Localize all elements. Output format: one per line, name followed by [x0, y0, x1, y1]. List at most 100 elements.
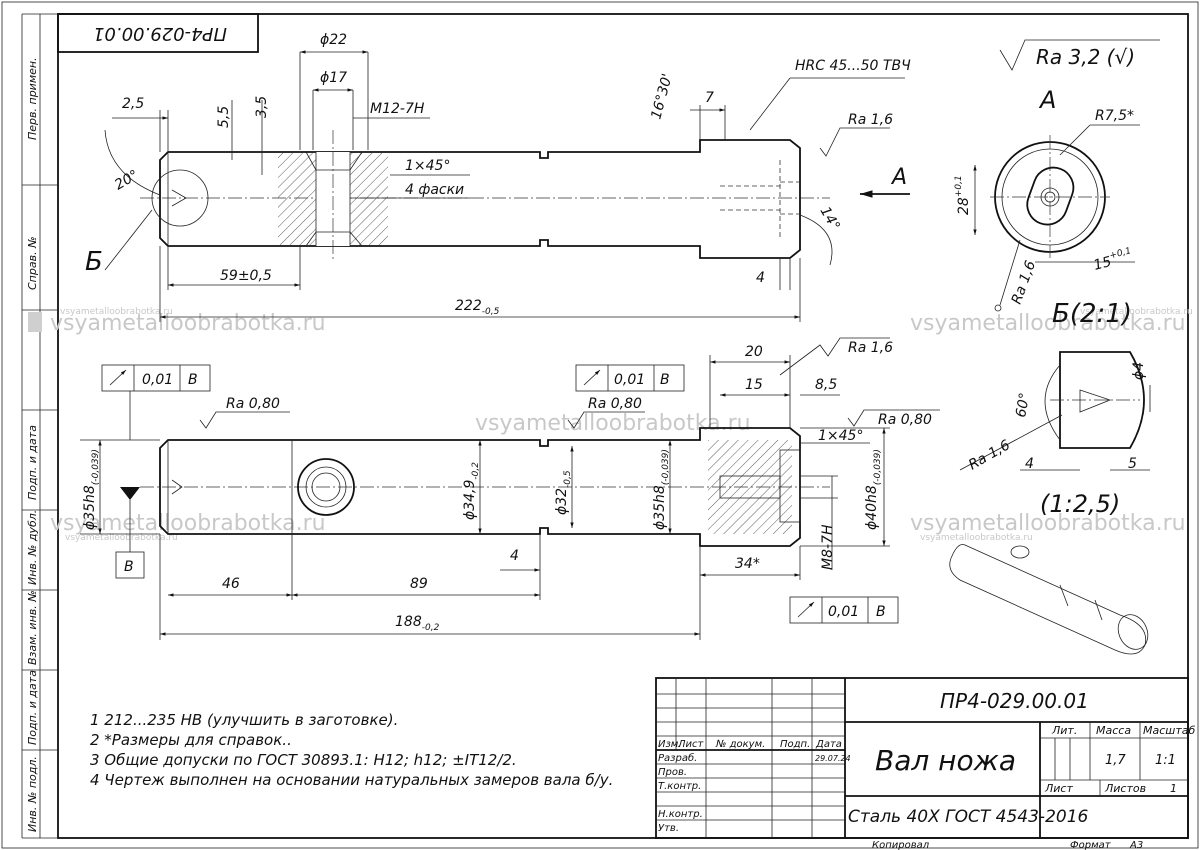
note-line: 3 Общие допуски по ГОСТ 30893.1: H12; h1…: [90, 751, 517, 769]
dim-28: 28+0,1: [954, 175, 972, 215]
dim-4-top: 4: [756, 270, 765, 286]
sign-date: 29.07.24: [815, 754, 851, 763]
stamp-number: ПР4-029.00.01: [93, 23, 227, 44]
format-value: A3: [1129, 840, 1143, 850]
watermark-text: vsyametalloobrabotka.ru: [910, 311, 1186, 336]
dim-d34-9: ϕ34,9-0,2: [462, 462, 481, 520]
sheets-value: 1: [1170, 782, 1177, 795]
title-block: ПР4-029.00.01 Вал ножа Сталь 40Х ГОСТ 45…: [655, 677, 1195, 850]
runout-datum: B: [876, 604, 886, 620]
dim-89: 89: [410, 576, 428, 592]
datum-b-label: B: [124, 559, 134, 575]
dim-d32-tol: -0,5: [563, 470, 573, 488]
front-dimensions: 0,01 B 0,01 B 0,01 B B ϕ35h8(-0,039) Ra …: [80, 337, 940, 640]
format-label: Формат: [1070, 840, 1112, 850]
lit-label: Лит.: [1051, 724, 1077, 737]
shaft-front-view: [140, 427, 830, 547]
dim-222-value: 222: [455, 298, 482, 314]
dim-188: 188-0,2: [395, 614, 440, 633]
watermark-text: vsyametalloobrabotka.ru: [910, 511, 1186, 536]
dim-15b: 15: [745, 377, 763, 393]
dim-d40h8: ϕ40h8(-0,039): [864, 449, 883, 530]
runout-datum: B: [188, 372, 198, 388]
sheets-label: Листов: [1104, 782, 1146, 795]
sidebar-label: Справ. №: [26, 236, 39, 290]
watermark-text-small: vsyametalloobrabotka.ru: [1080, 307, 1193, 317]
dim-7: 7: [705, 90, 714, 106]
sidebar-label: Инв. № подл.: [26, 756, 39, 832]
thread-m8: M8-7H: [820, 524, 836, 570]
dim-d32-value: ϕ32: [554, 488, 570, 515]
dim-d34-9-tol: -0,2: [471, 462, 481, 480]
view-a-arrow-label: A: [890, 165, 907, 190]
radius-r7-5: R7,5*: [1095, 108, 1134, 124]
dim-d22: ϕ22: [320, 32, 347, 48]
dim-d35h8-right-value: ϕ35h8: [652, 485, 668, 530]
dim-d35h8-right-tol: (-0,039): [661, 449, 671, 485]
dim-46: 46: [222, 576, 240, 592]
top-dimensions: ϕ22 ϕ17 M12-7H 2,5 5,5 3,5 20° 16°30' 7 …: [85, 32, 911, 322]
roughness-detail: Ra 1,6: [966, 437, 1013, 473]
dim-188-value: 188: [395, 614, 422, 630]
note-line: 4 Чертеж выполнен на основании натуральн…: [90, 771, 613, 789]
chamfer-mid: 1×45°: [818, 428, 863, 444]
watermark-text-small: vsyametalloobrabotka.ru: [65, 533, 178, 543]
dim-15-value: 15: [1092, 254, 1113, 274]
dim-d40h8-tol: (-0,039): [873, 449, 883, 485]
col-header: Лист: [677, 739, 705, 750]
chamfer-1x45: 1×45°: [405, 158, 450, 174]
row-label: Т.контр.: [658, 781, 701, 792]
dim-222-tol: -0,5: [482, 307, 500, 317]
col-header: Дата: [815, 739, 842, 750]
roughness-front: Ra 1,6: [848, 340, 893, 356]
title-doc-number: ПР4-029.00.01: [940, 689, 1089, 713]
sidebar-label: Подп. и дата: [26, 425, 39, 500]
runout-tolerance: 0,01: [142, 372, 173, 388]
dim-59: 59±0,5: [220, 268, 272, 284]
roughness-mid: Ra 0,80: [588, 396, 642, 412]
dim-188-tol: -0,2: [422, 623, 440, 633]
row-label: Пров.: [658, 767, 687, 778]
sidebar-label: Взам. инв. №: [26, 590, 39, 665]
dim-28-tol: +0,1: [954, 175, 964, 197]
sidebar-label: Инв. № дубл.: [26, 510, 39, 585]
shaft-top-view: [140, 130, 830, 262]
sidebar-label: Перв. примен.: [26, 57, 39, 140]
watermark-text: vsyametalloobrabotka.ru: [50, 511, 326, 536]
detail-b: 60° ϕ4 Ra 1,6 4 5 (1:2,5): [959, 351, 1151, 518]
chamfer-4: 4 фаски: [405, 182, 464, 198]
roughness-left: Ra 0,80: [226, 396, 280, 412]
dim-20: 20: [745, 344, 763, 360]
note-line: 1 212...235 HB (улучшить в заготовке).: [90, 711, 398, 729]
angle-60: 60°: [1013, 391, 1033, 418]
sheet-label: Лист: [1044, 782, 1073, 795]
angle-14: 14°: [817, 204, 843, 234]
dim-d35h8-right: ϕ35h8(-0,039): [652, 449, 671, 530]
roughness-right: Ra 0,80: [878, 412, 932, 428]
note-line: 2 *Размеры для справок..: [90, 731, 292, 749]
left-sidebar: Перв. примен. Справ. № Подп. и дата Инв.…: [21, 13, 58, 839]
runout-tolerance: 0,01: [614, 372, 645, 388]
row-label: Н.контр.: [658, 809, 703, 820]
dim-8-5: 8,5: [815, 377, 837, 393]
dim-d40h8-value: ϕ40h8: [864, 485, 880, 530]
scale-label: Масштаб: [1143, 724, 1195, 737]
watermark-text-small: vsyametalloobrabotka.ru: [60, 307, 173, 317]
section-b-label: Б: [85, 247, 103, 277]
mass-label: Масса: [1096, 724, 1131, 737]
angle-16-30: 16°30': [648, 72, 675, 121]
section-b-scale: Б(2:1): [1052, 299, 1132, 329]
dim-28-value: 28: [956, 197, 972, 215]
angle-20: 20°: [112, 167, 142, 193]
dim-d4: ϕ4: [1131, 362, 1147, 380]
detail-dim-5: 5: [1128, 456, 1137, 472]
dim-5-5: 5,5: [216, 106, 232, 128]
roughness-top: Ra 1,6: [848, 112, 893, 128]
isometric-scale: (1:2,5): [1040, 490, 1120, 518]
detail-dim-4: 4: [1025, 456, 1034, 472]
top-stamp: ПР4-029.00.01: [57, 13, 259, 53]
view-a-title: A: [1038, 86, 1056, 114]
dim-d35h8-left-value: ϕ35h8: [82, 485, 98, 530]
thread-m12: M12-7H: [370, 101, 425, 117]
